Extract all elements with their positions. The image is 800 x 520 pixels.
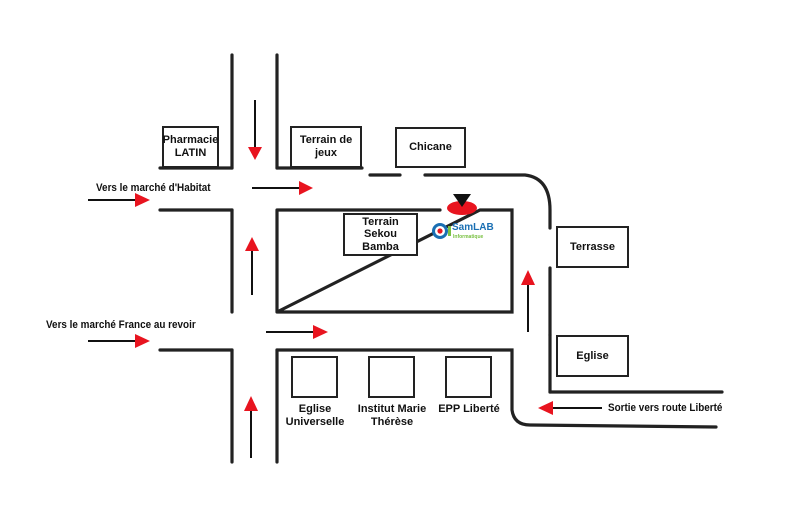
eglise-universelle-label: Eglise Universelle: [285, 403, 345, 429]
epp-liberte-label: EPP Liberté: [438, 403, 500, 415]
eglise-label: Eglise: [576, 349, 609, 362]
arrow-right-head-bottom: [313, 325, 328, 339]
eglise-universelle-box: [291, 356, 338, 398]
samlab-logo-icon: [432, 223, 451, 239]
terrain-de-jeux-label: Terrain de jeux: [299, 134, 353, 159]
terrain-sekou-bamba-box: Terrain Sekou Bamba: [343, 213, 418, 256]
france-au-revoir-direction-label: Vers le marché France au revoir: [46, 319, 196, 331]
arrow-up-head-right: [521, 270, 535, 285]
central-block: [275, 208, 514, 314]
sortie-route-liberte-label: Sortie vers route Liberté: [608, 402, 723, 414]
road-bottom-upper-right: [275, 348, 718, 429]
roads: [158, 53, 724, 464]
location-pin-marker: [447, 194, 477, 215]
samlab-logo-subtitle: Informatique: [453, 234, 484, 240]
arrow-right-head-top: [299, 181, 313, 195]
direction-arrows: [88, 100, 602, 458]
terrain-sekou-bamba-label: Terrain Sekou Bamba: [362, 215, 399, 253]
terrasse-box: Terrasse: [556, 226, 629, 268]
chicane-box: Chicane: [395, 127, 466, 168]
road-top-curve: [423, 173, 552, 230]
habitat-direction-label: Vers le marché d'Habitat: [96, 182, 211, 194]
terrain-de-jeux-box: Terrain de jeux: [290, 126, 362, 168]
pharmacie-latin-box: Pharmacie LATIN: [162, 126, 219, 168]
arrow-up-head-mid: [245, 237, 259, 251]
institut-marie-therese-label: Institut Marie Thérèse: [357, 403, 427, 429]
arrow-down-head: [248, 147, 262, 160]
arrow-france-head: [135, 334, 150, 348]
samlab-logo-name: SamLAB: [452, 222, 494, 233]
institut-marie-therese-box: [368, 356, 415, 398]
pharmacie-latin-label: Pharmacie LATIN: [162, 134, 219, 159]
arrow-habitat-head: [135, 193, 150, 207]
arrow-up-head-bottom: [244, 396, 258, 411]
arrow-sortie-head: [538, 401, 553, 415]
chicane-label: Chicane: [409, 141, 452, 154]
eglise-box: Eglise: [556, 335, 629, 377]
terrasse-label: Terrasse: [569, 240, 616, 253]
epp-liberte-box: [445, 356, 492, 398]
